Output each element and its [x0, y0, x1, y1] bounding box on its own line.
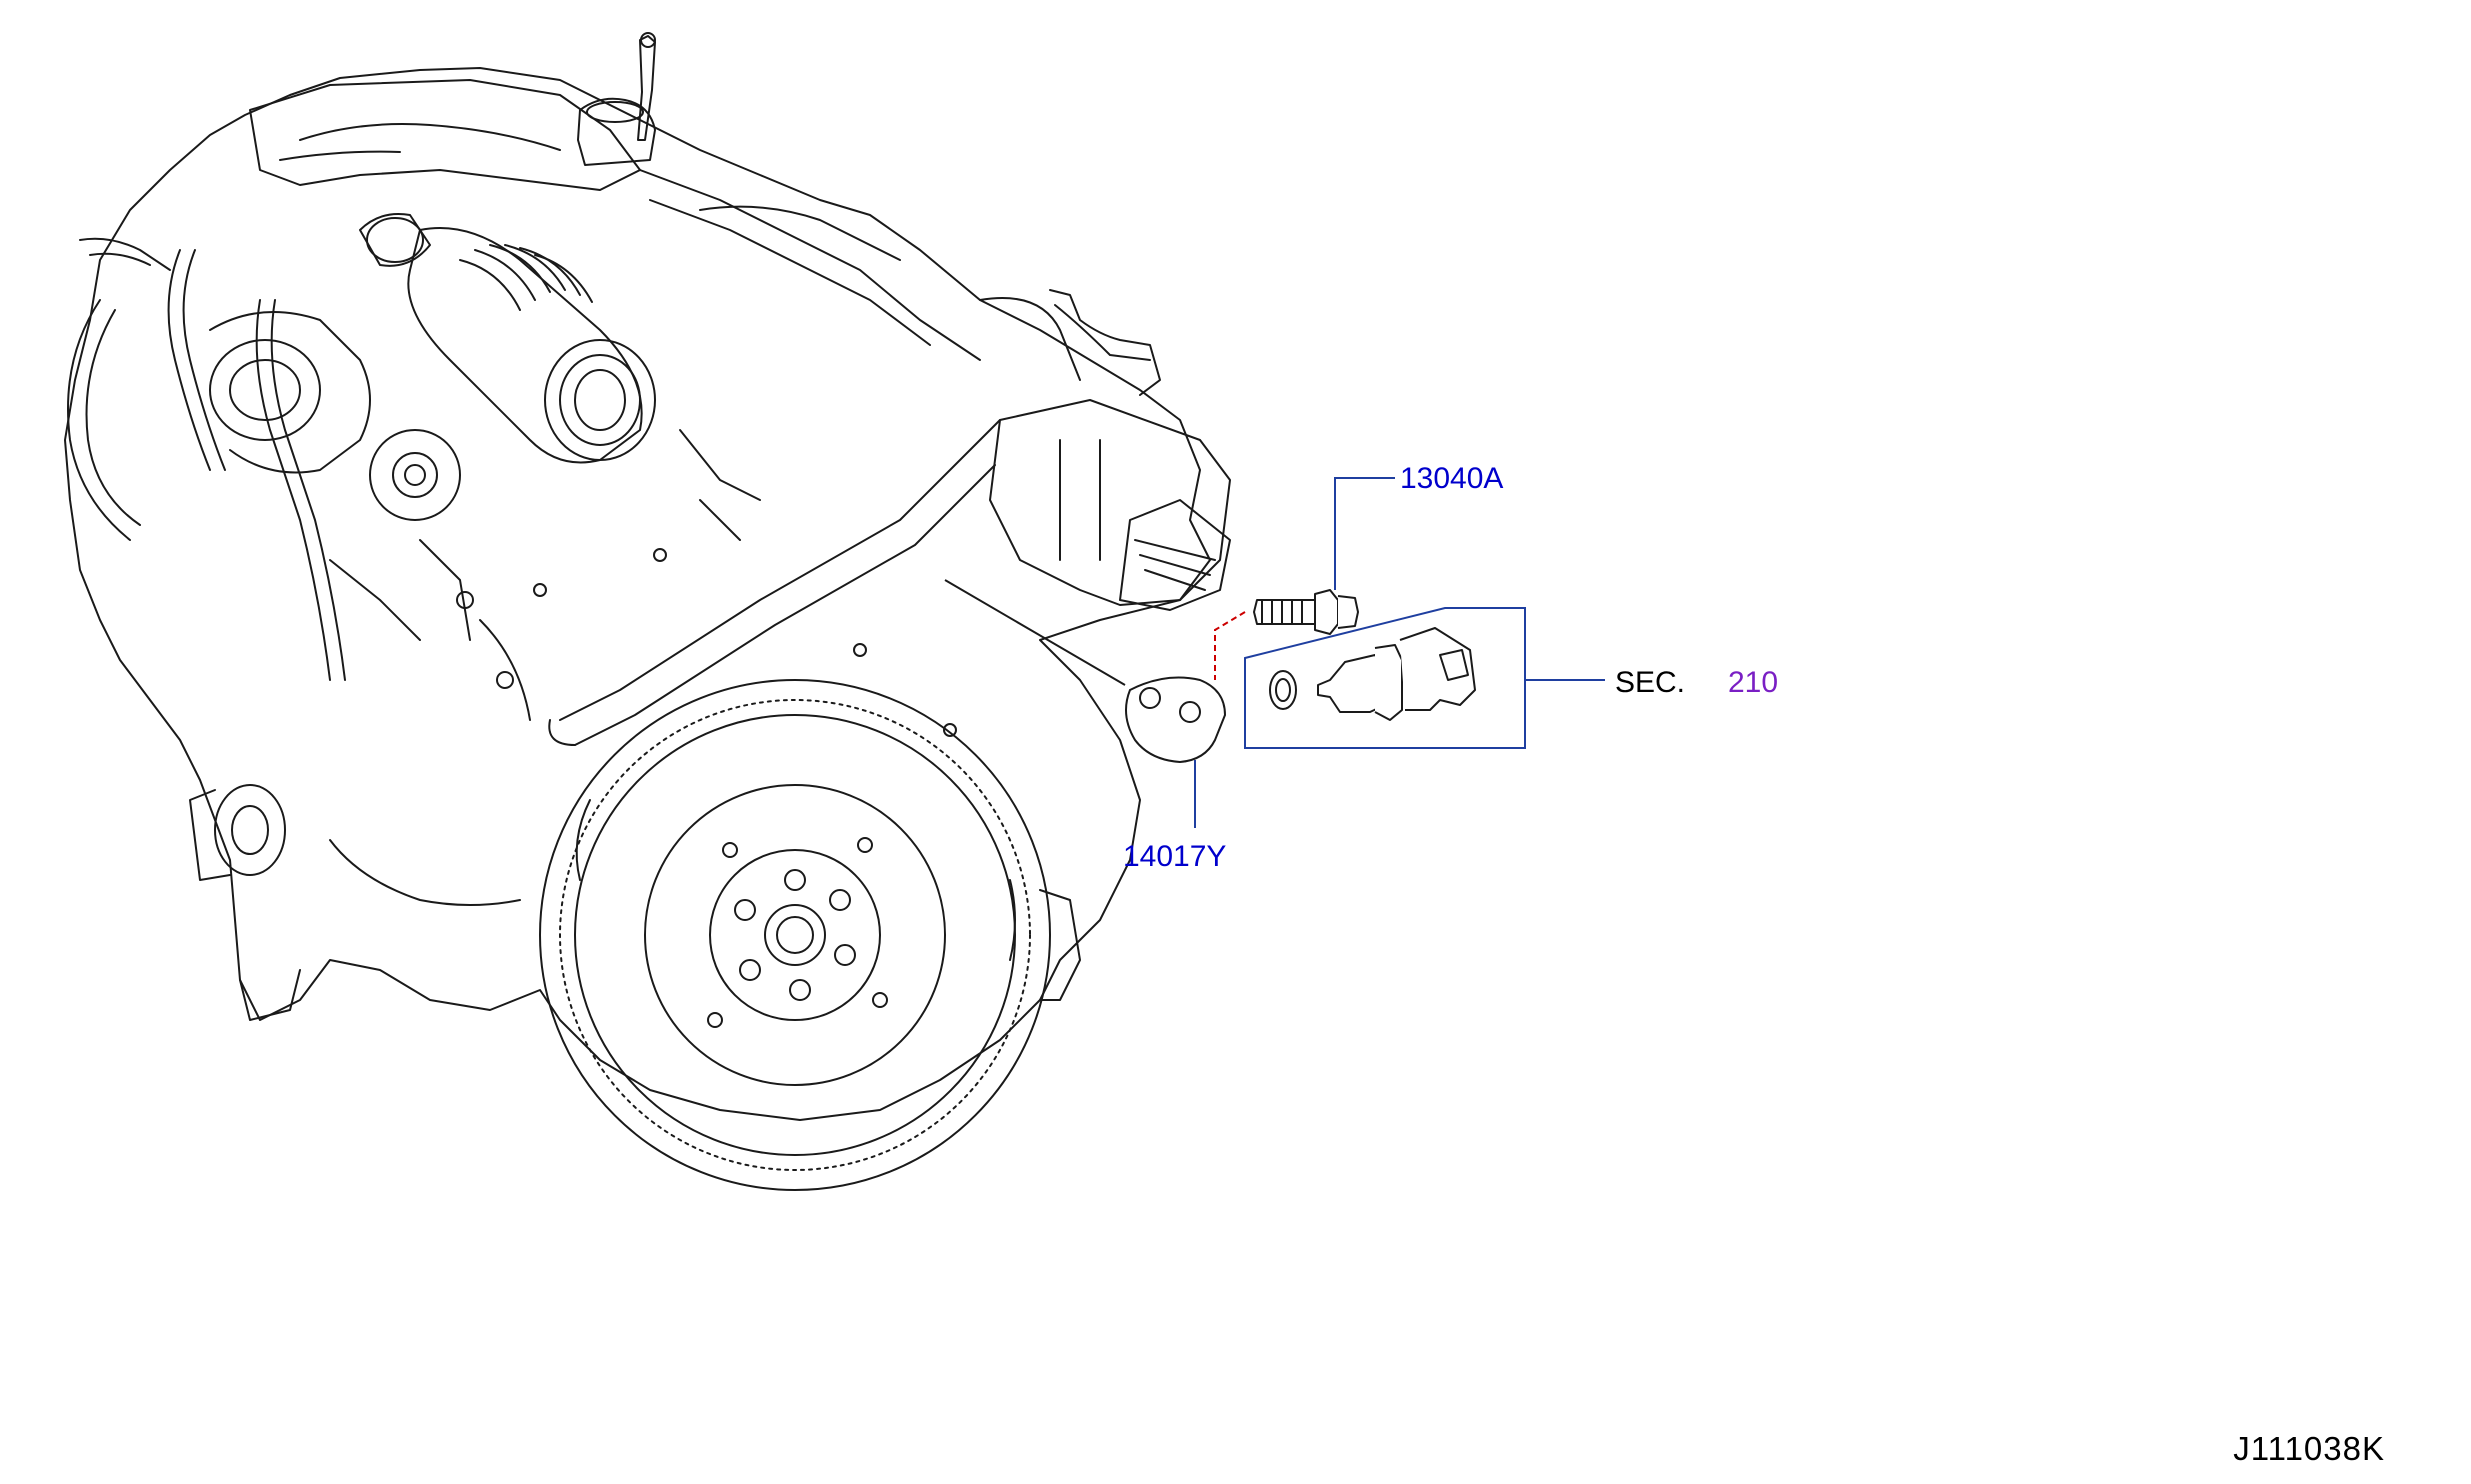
- bolt-callout-label: 13040A: [1400, 462, 1503, 495]
- dipstick: [637, 35, 656, 141]
- engine-block-outline: [64, 67, 1211, 1121]
- bolt-leader: [1334, 477, 1395, 590]
- cylinder-head: [249, 79, 641, 191]
- turbocharger: [209, 311, 461, 521]
- sensor-group-box: [1244, 607, 1526, 749]
- oil-filler: [577, 97, 656, 166]
- egr-housing: [989, 399, 1231, 611]
- flywheel: [539, 679, 1051, 1191]
- section-number-link[interactable]: 210: [1728, 666, 1778, 699]
- alignment-dashed-line: [1214, 611, 1246, 680]
- engine-illustration: [64, 32, 1231, 1191]
- front-pulley: [189, 784, 286, 881]
- gasket-part: [1125, 676, 1227, 764]
- bolt-part: [1253, 589, 1359, 635]
- section-prefix-label: SEC.: [1615, 666, 1685, 699]
- gasket-callout-label: 14017Y: [1123, 840, 1226, 873]
- intake-duct: [407, 227, 656, 464]
- o-ring: [1269, 670, 1297, 710]
- sensor-probe: [1317, 654, 1386, 713]
- gasket-pointer: [944, 579, 1126, 686]
- diagram-reference-code: J111038K: [2233, 1430, 2385, 1467]
- diagonal-pipe: [559, 419, 1001, 721]
